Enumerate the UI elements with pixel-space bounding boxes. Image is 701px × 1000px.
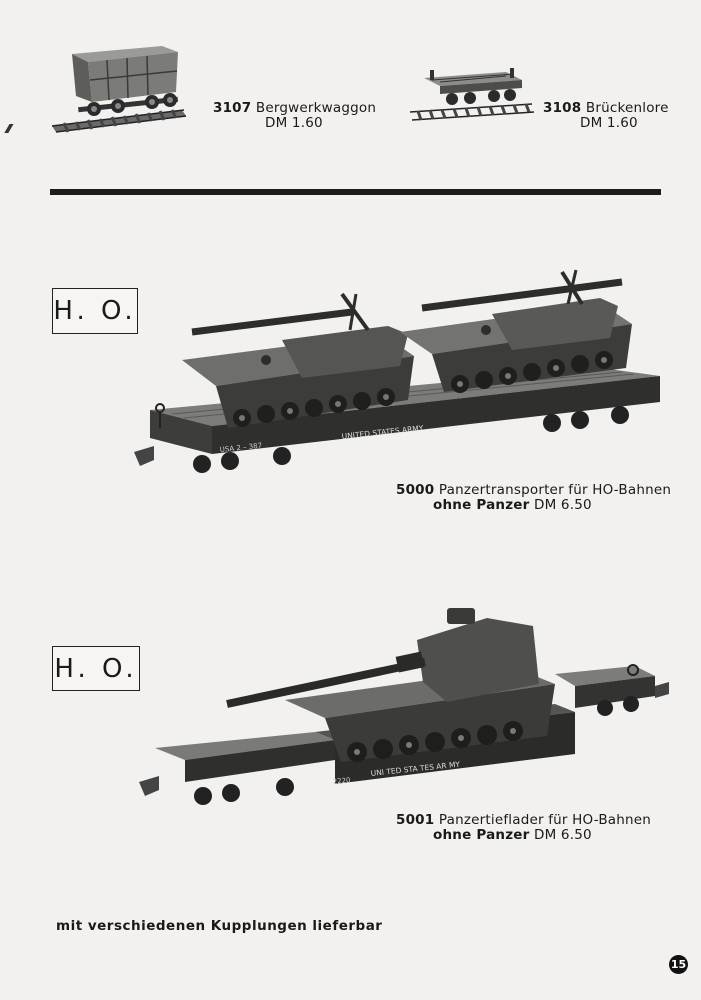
item-5000-number: 5000 [396,482,435,498]
section-divider [50,189,661,195]
tank-model-3 [226,608,555,762]
track-3108 [409,103,535,121]
item-5000-caption: 5000 Panzertransporter für HO-Bahnen ohn… [396,483,696,513]
coupling-availability-note: mit verschiedenen Kupplungen lieferbar [56,918,383,934]
item-5000-price: DM 6.50 [533,497,592,513]
lowloader-number-marking: 2220 [332,776,351,786]
wagon-3107 [72,46,179,116]
item-5001-price: DM 6.50 [533,827,592,843]
wagon-3108 [424,68,522,105]
mine-wagon-illustration [4,46,187,133]
item-3108-caption: 3108 Brückenlore DM 1.60 [543,101,683,131]
item-5001-number: 5001 [396,812,435,828]
item-5000-note: ohne Panzer [433,497,530,513]
tank-lowloader-illustration: UNI TED STA TES AR MY 2220 [139,608,669,805]
item-3107-name: Bergwerkwaggon [255,100,377,116]
item-5001-note: ohne Panzer [433,827,530,843]
item-3107-number: 3107 [213,100,252,116]
item-3108-name: Brückenlore [585,100,669,116]
item-3108-number: 3108 [543,100,582,116]
item-3107-caption: 3107 Bergwerkwaggon DM 1.60 [213,101,383,131]
item-5001-caption: 5001 Panzertieflader für HO-Bahnen ohne … [396,813,696,843]
page-number: 15 [669,955,688,974]
track-3107 [4,109,187,133]
ho-scale-badge-1: H. O. [52,288,138,334]
tank-model-2 [400,269,632,393]
item-5001-name: Panzertieflader für HO-Bahnen [438,812,652,828]
tank-model-1 [182,292,414,428]
ho-scale-badge-2: H. O. [52,646,140,691]
item-5000-name: Panzertransporter für HO-Bahnen [438,482,672,498]
item-3107-price: DM 1.60 [265,115,323,131]
bridge-lorry-illustration [409,68,535,121]
tank-transporter-illustration: UNITED STATES ARMY USA 2 – 387 [134,269,660,473]
item-3108-price: DM 1.60 [580,115,638,131]
